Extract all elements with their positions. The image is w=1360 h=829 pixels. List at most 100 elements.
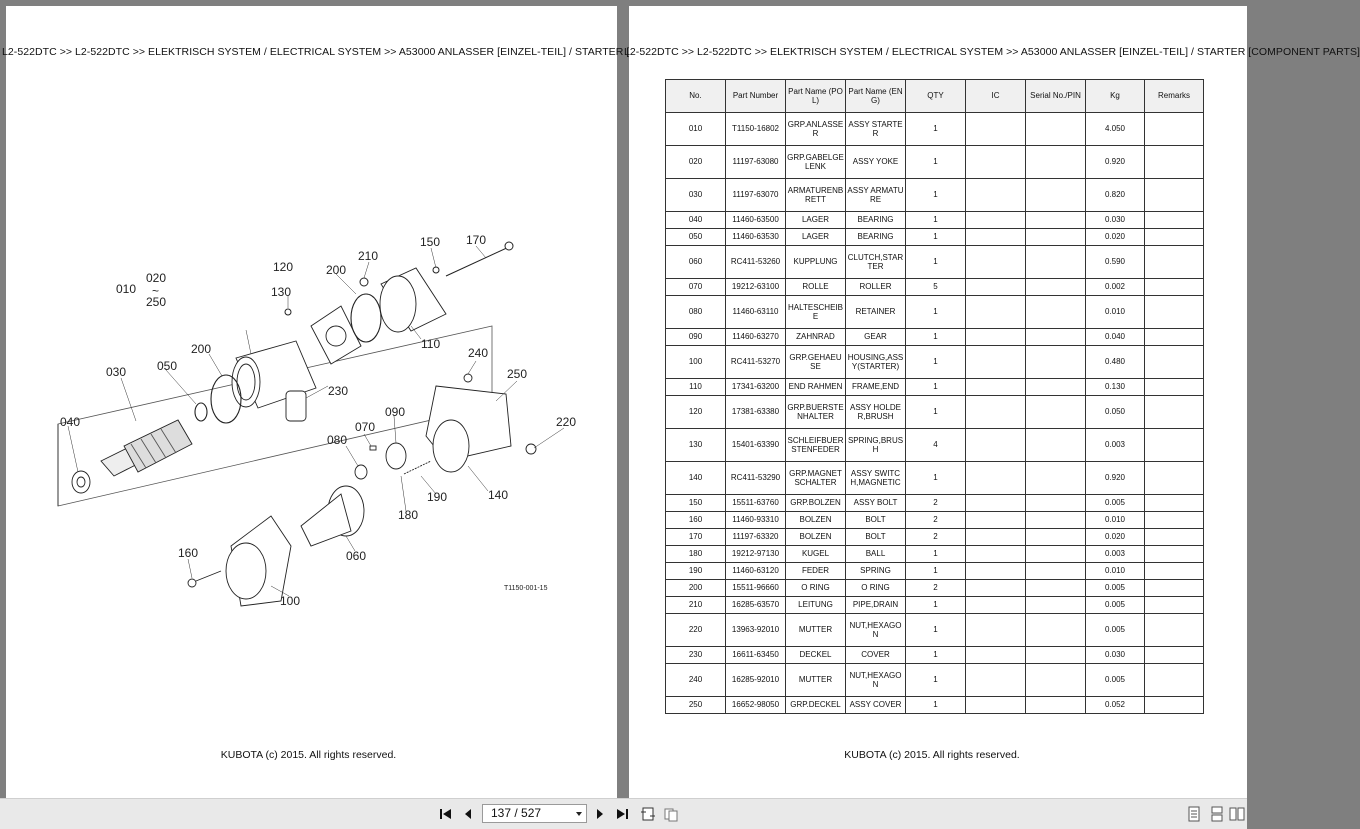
- cell-part-name-pol: O RING: [785, 579, 846, 597]
- cell-part-name-eng: BEARING: [845, 211, 906, 229]
- callout-010: 010: [116, 282, 136, 296]
- page-number-select[interactable]: 137 / 527: [482, 804, 587, 823]
- callout-110: 110: [421, 337, 440, 351]
- cell-ic: [965, 613, 1026, 647]
- cell-qty: 1: [905, 228, 966, 246]
- cell-kg: 0.050: [1085, 395, 1145, 429]
- cell-ic: [965, 696, 1026, 714]
- cell-no: 220: [665, 613, 726, 647]
- cell-serial: [1025, 178, 1086, 212]
- cell-no: 060: [665, 245, 726, 279]
- cell-kg: 0.010: [1085, 511, 1145, 529]
- cell-part-name-eng: ASSY BOLT: [845, 494, 906, 512]
- cell-serial: [1025, 511, 1086, 529]
- cell-ic: [965, 228, 1026, 246]
- cell-ic: [965, 428, 1026, 462]
- col-header-serial: Serial No./PIN: [1025, 79, 1086, 113]
- cell-part-name-pol: BOLZEN: [785, 511, 846, 529]
- cell-qty: 1: [905, 596, 966, 614]
- cell-remarks: [1144, 245, 1204, 279]
- callout-080: 080: [327, 433, 347, 447]
- cell-part-name-pol: FEDER: [785, 562, 846, 580]
- cell-qty: 1: [905, 663, 966, 697]
- cell-serial: [1025, 579, 1086, 597]
- next-page-icon[interactable]: [592, 806, 608, 822]
- cell-ic: [965, 211, 1026, 229]
- last-page-icon[interactable]: [614, 806, 630, 822]
- cell-part-name-eng: ASSY COVER: [845, 696, 906, 714]
- cell-part-name-pol: GRP.MAGNETSCHALTER: [785, 461, 846, 495]
- table-header-row: No. Part Number Part Name (POL) Part Nam…: [665, 79, 1204, 113]
- cell-part-name-pol: GRP.BOLZEN: [785, 494, 846, 512]
- cell-qty: 1: [905, 345, 966, 379]
- cell-remarks: [1144, 596, 1204, 614]
- cell-part-name-pol: MUTTER: [785, 613, 846, 647]
- cell-remarks: [1144, 613, 1204, 647]
- cell-ic: [965, 579, 1026, 597]
- cell-serial: [1025, 613, 1086, 647]
- cell-remarks: [1144, 328, 1204, 346]
- cell-kg: 0.002: [1085, 278, 1145, 296]
- facing-view-icon[interactable]: [1229, 806, 1245, 822]
- cell-qty: 1: [905, 112, 966, 146]
- cell-part-number: 19212-63100: [725, 278, 786, 296]
- cell-no: 230: [665, 646, 726, 664]
- callout-250: 250: [507, 367, 527, 381]
- cell-remarks: [1144, 494, 1204, 512]
- parts-table: No. Part Number Part Name (POL) Part Nam…: [665, 79, 1204, 714]
- footer-copyright-right: KUBOTA (c) 2015. All rights reserved.: [844, 749, 1020, 761]
- cell-part-name-pol: GRP.GABELGELENK: [785, 145, 846, 179]
- cell-serial: [1025, 112, 1086, 146]
- callout-090: 090: [385, 405, 405, 419]
- col-header-qty: QTY: [905, 79, 966, 113]
- continuous-view-icon[interactable]: [1209, 806, 1225, 822]
- cell-part-name-eng: BOLT: [845, 528, 906, 546]
- cell-part-number: RC411-53290: [725, 461, 786, 495]
- cell-part-name-pol: GRP.BUERSTENHALTER: [785, 395, 846, 429]
- cell-part-name-eng: BOLT: [845, 511, 906, 529]
- cell-part-name-pol: LAGER: [785, 211, 846, 229]
- cell-ic: [965, 178, 1026, 212]
- cell-ic: [965, 278, 1026, 296]
- cell-no: 020: [665, 145, 726, 179]
- cell-ic: [965, 328, 1026, 346]
- cell-kg: 0.020: [1085, 228, 1145, 246]
- fit-page-icon[interactable]: [640, 806, 656, 822]
- cell-part-number: 11460-63120: [725, 562, 786, 580]
- first-page-icon[interactable]: [438, 806, 454, 822]
- cell-part-name-eng: SPRING,BRUSH: [845, 428, 906, 462]
- cell-no: 180: [665, 545, 726, 563]
- cell-serial: [1025, 562, 1086, 580]
- cell-kg: 4.050: [1085, 112, 1145, 146]
- cell-qty: 2: [905, 579, 966, 597]
- cell-part-number: 13963-92010: [725, 613, 786, 647]
- cell-remarks: [1144, 696, 1204, 714]
- col-header-remarks: Remarks: [1144, 79, 1204, 113]
- two-page-icon[interactable]: [663, 806, 679, 822]
- armature-drawing: [71, 419, 193, 494]
- cell-part-name-pol: DECKEL: [785, 646, 846, 664]
- cell-kg: 0.920: [1085, 145, 1145, 179]
- callout-200-right: 200: [326, 263, 346, 277]
- cell-remarks: [1144, 646, 1204, 664]
- cell-part-name-eng: ASSY ARMATURE: [845, 178, 906, 212]
- col-header-kg: Kg: [1085, 79, 1145, 113]
- o-ring-outline: [210, 374, 242, 424]
- cell-part-name-pol: ZAHNRAD: [785, 328, 846, 346]
- prev-page-icon[interactable]: [460, 806, 476, 822]
- cell-serial: [1025, 278, 1086, 296]
- cell-qty: 1: [905, 178, 966, 212]
- col-header-ic: IC: [965, 79, 1026, 113]
- cell-kg: 0.005: [1085, 494, 1145, 512]
- cell-part-name-pol: ROLLE: [785, 278, 846, 296]
- single-page-view-icon[interactable]: [1186, 806, 1202, 822]
